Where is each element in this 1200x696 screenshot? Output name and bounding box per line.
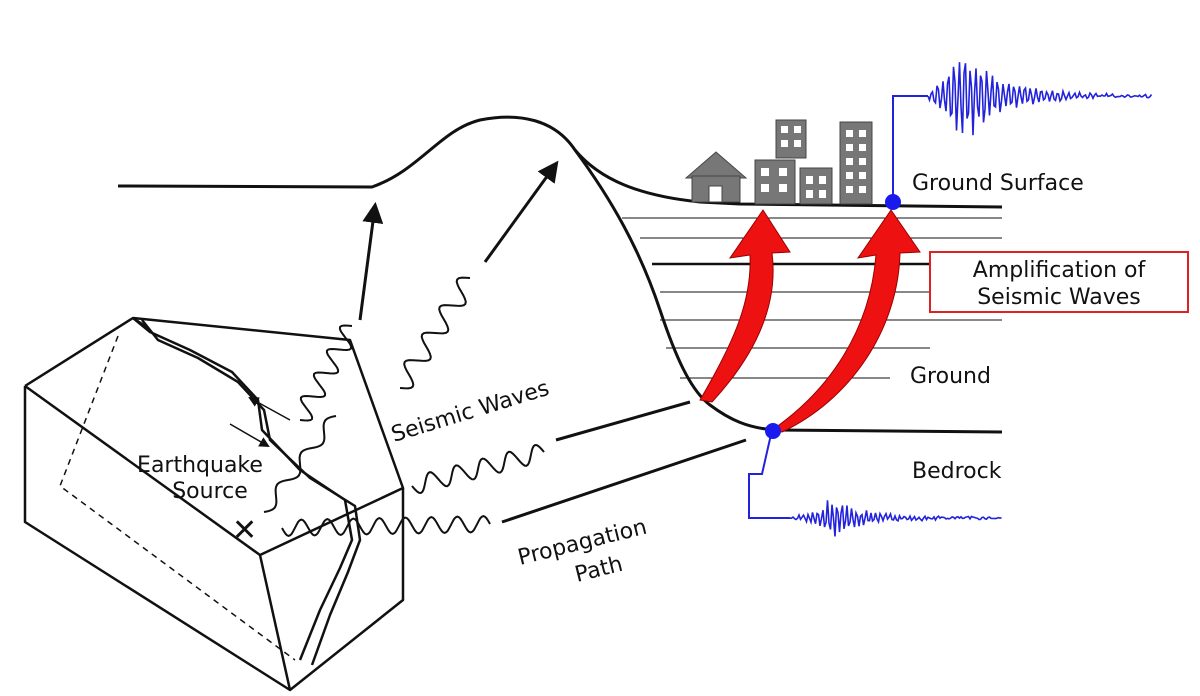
amplification-arrow-right — [770, 209, 921, 433]
bedrock-station-dot — [765, 423, 781, 439]
office-building-icon — [754, 119, 873, 205]
propagation-arrows — [358, 160, 747, 524]
amplification-arrow-left — [699, 209, 791, 403]
house-icon — [684, 151, 748, 203]
buildings — [684, 119, 873, 205]
fault-block — [23, 316, 405, 692]
building-windows — [761, 126, 866, 198]
wave-path-5 — [263, 415, 337, 513]
label-earthquake-line1: Earthquake — [137, 453, 263, 478]
bedrock-seismogram — [790, 500, 1002, 537]
wave-path-2 — [399, 276, 471, 390]
ground-layers — [622, 217, 1002, 379]
label-amplification-line1: Amplification of — [973, 258, 1147, 283]
epicenter-marker: ✕ — [232, 513, 257, 548]
amplification-box — [929, 251, 1189, 313]
label-earthquake-line2: Source — [172, 479, 248, 504]
surface-station-lead — [892, 95, 928, 202]
label-propagation-line2: Path — [572, 552, 625, 588]
bedrock-boundary — [573, 149, 1003, 434]
ground-surface-line — [117, 115, 1003, 209]
seismic-waves — [263, 276, 545, 537]
wave-path-1 — [299, 324, 353, 422]
surface-station-dot — [885, 194, 901, 210]
label-bedrock: Bedrock — [912, 459, 1002, 484]
label-ground: Ground — [910, 364, 991, 389]
slip-arrows — [229, 396, 291, 448]
label-ground-surface: Ground Surface — [912, 171, 1084, 196]
amplification-arrows — [699, 209, 921, 433]
wave-path-4 — [281, 515, 491, 537]
bedrock-station-lead — [748, 429, 790, 519]
surface-seismogram — [927, 62, 1153, 136]
label-amplification-line2: Seismic Waves — [977, 285, 1141, 310]
hidden-fault-plane — [59, 335, 296, 661]
wave-path-3 — [411, 443, 545, 495]
seismographs — [748, 62, 1153, 537]
